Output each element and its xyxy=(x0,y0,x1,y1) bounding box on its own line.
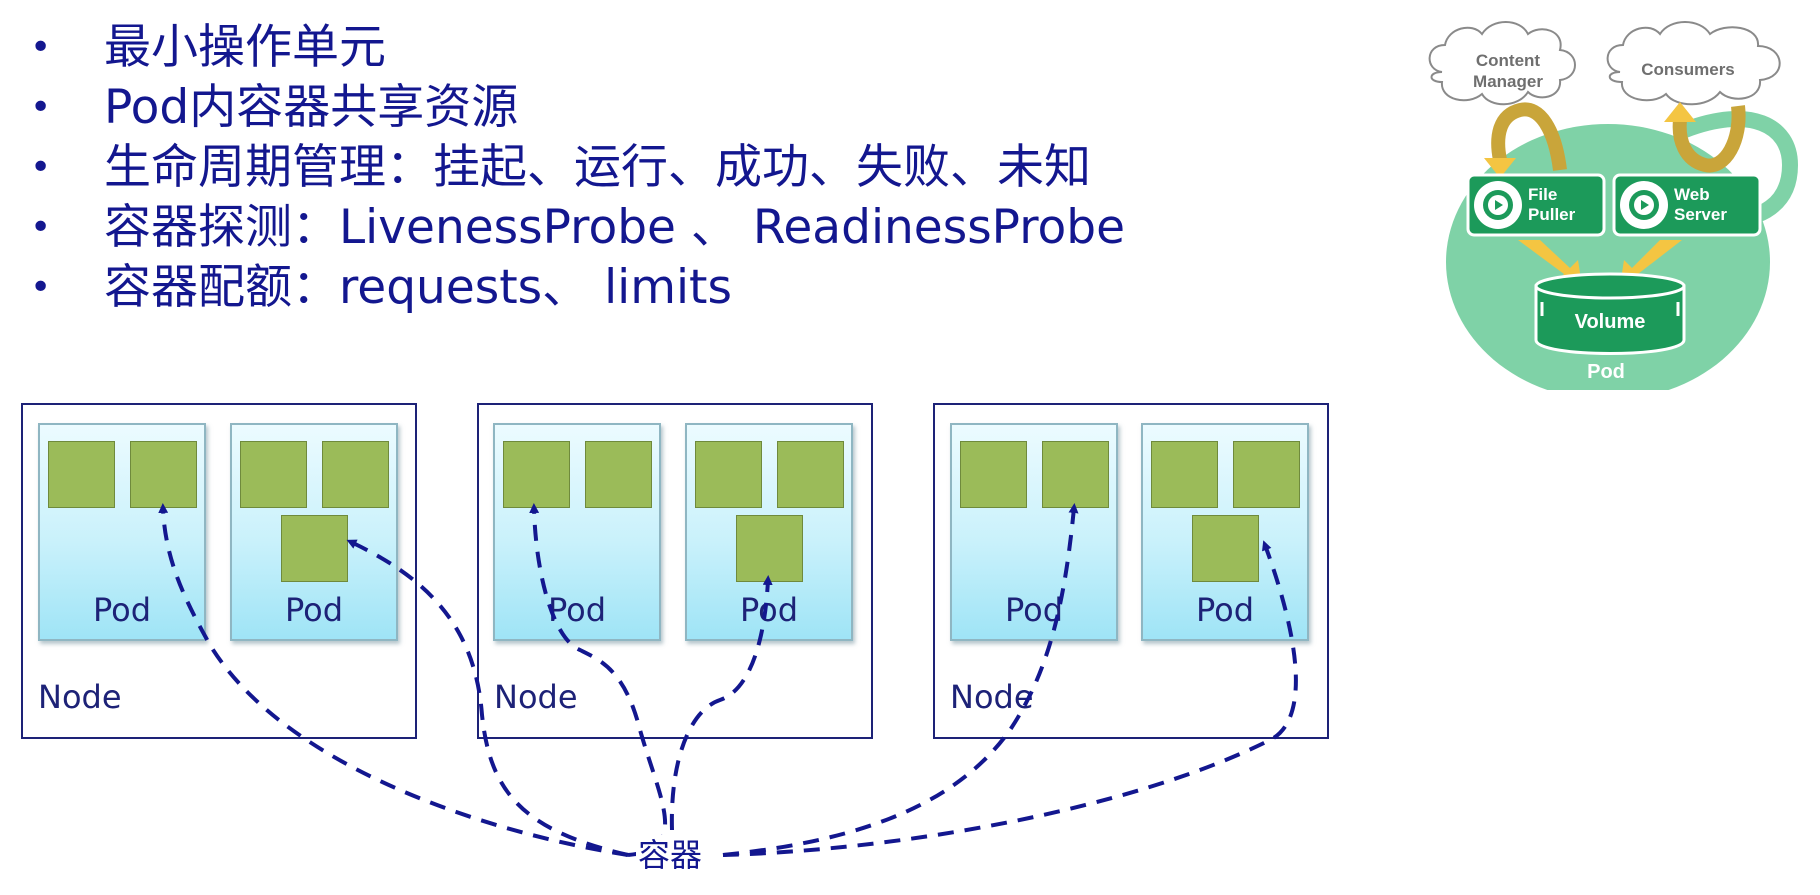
pod-illustration: Content Manager Consumers File Puller We… xyxy=(1428,21,1799,390)
straight-arrow xyxy=(1518,240,1582,286)
node-label: Node xyxy=(494,678,578,716)
container-block xyxy=(1042,441,1109,508)
pod-box: Pod xyxy=(1141,423,1309,641)
pod-label: Pod xyxy=(1195,591,1255,629)
pod-box: Pod xyxy=(38,423,206,641)
cloud-right-label: Consumers xyxy=(1641,60,1735,79)
volume-cylinder xyxy=(1534,272,1686,355)
pod-box: Pod xyxy=(230,423,398,641)
cloud-left-label-1: Content xyxy=(1476,51,1541,70)
node-box: Pod Pod Node xyxy=(21,403,417,739)
container-block xyxy=(736,515,803,582)
web-server-label-1: Web xyxy=(1674,185,1710,204)
container-label: 容器 xyxy=(636,835,705,875)
arrow-line xyxy=(722,503,1079,857)
container-block xyxy=(1192,515,1259,582)
container-block xyxy=(322,441,389,508)
file-puller-label-1: File xyxy=(1528,185,1557,204)
arrow-head xyxy=(1664,102,1696,122)
bullet-text: 容器探测：LivenessProbe 、 ReadinessProbe xyxy=(104,200,1125,255)
arrow-line xyxy=(529,503,668,857)
container-block xyxy=(1233,441,1300,508)
container-block xyxy=(1151,441,1218,508)
bullet-marker: • xyxy=(30,267,52,308)
pod-label: Pod xyxy=(1004,591,1064,629)
container-block xyxy=(503,441,570,508)
pod-box: Pod xyxy=(950,423,1118,641)
web-server-label-2: Server xyxy=(1674,205,1727,224)
pod-label: Pod xyxy=(547,591,607,629)
gear-icon xyxy=(1620,181,1668,229)
container-block xyxy=(960,441,1027,508)
container-block xyxy=(777,441,844,508)
gear-icon xyxy=(1474,181,1522,229)
cloud-icon xyxy=(1606,21,1781,106)
bullet-marker: • xyxy=(30,147,52,188)
bullet-text: 最小操作单元 xyxy=(104,20,386,75)
volume-label: Volume xyxy=(1575,311,1646,333)
pod-label: Pod xyxy=(739,591,799,629)
cloud-icon xyxy=(1428,21,1576,106)
bullet-text: 生命周期管理：挂起、运行、成功、失败、未知 xyxy=(104,140,1091,195)
bullet-marker: • xyxy=(30,87,52,128)
container-block xyxy=(130,441,197,508)
arrow-line xyxy=(722,540,1298,857)
arrow-line xyxy=(158,503,629,857)
container-block xyxy=(48,441,115,508)
curved-arrow xyxy=(1491,102,1567,171)
bullet-text: Pod内容器共享资源 xyxy=(104,80,519,135)
node-box: Pod Pod Node xyxy=(477,403,873,739)
curved-arrow xyxy=(1672,105,1746,173)
container-block xyxy=(585,441,652,508)
node-label: Node xyxy=(950,678,1034,716)
bullet-text: 容器配额：requests、 limits xyxy=(104,260,732,315)
arrow-head xyxy=(1484,158,1516,178)
pod-box: Pod xyxy=(685,423,853,641)
node-label: Node xyxy=(38,678,122,716)
pod-box: Pod xyxy=(493,423,661,641)
container-block xyxy=(695,441,762,508)
bullet-marker: • xyxy=(30,207,52,248)
container-block xyxy=(240,441,307,508)
pod-label: Pod xyxy=(284,591,344,629)
pod-label: Pod xyxy=(92,591,152,629)
pod-caption: Pod xyxy=(1587,361,1625,383)
file-puller-label-2: Puller xyxy=(1528,205,1576,224)
arrow-line xyxy=(346,539,629,857)
cloud-left-label-2: Manager xyxy=(1473,72,1543,91)
bullet-marker: • xyxy=(30,27,52,68)
arrow-line xyxy=(669,575,773,831)
node-box: Pod Pod Node xyxy=(933,403,1329,739)
